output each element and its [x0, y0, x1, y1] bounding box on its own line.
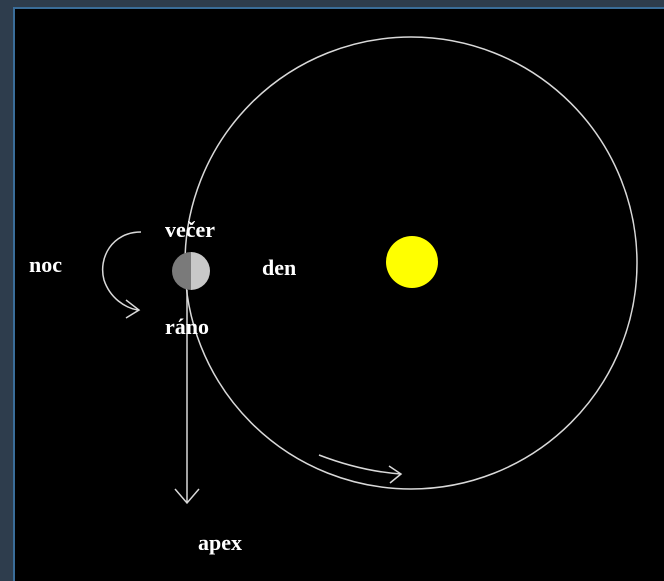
- label-evening: večer: [165, 217, 215, 242]
- label-day: den: [262, 255, 296, 280]
- orbit-direction-arrow-icon: [319, 455, 401, 483]
- earth: [172, 252, 210, 290]
- earth-night-side: [172, 252, 191, 290]
- sun: [386, 236, 438, 288]
- label-apex: apex: [198, 530, 242, 555]
- earth-day-side: [191, 252, 210, 290]
- label-night: noc: [29, 252, 62, 277]
- rotation-arrow-icon: [103, 232, 141, 318]
- label-morning: ráno: [165, 314, 209, 339]
